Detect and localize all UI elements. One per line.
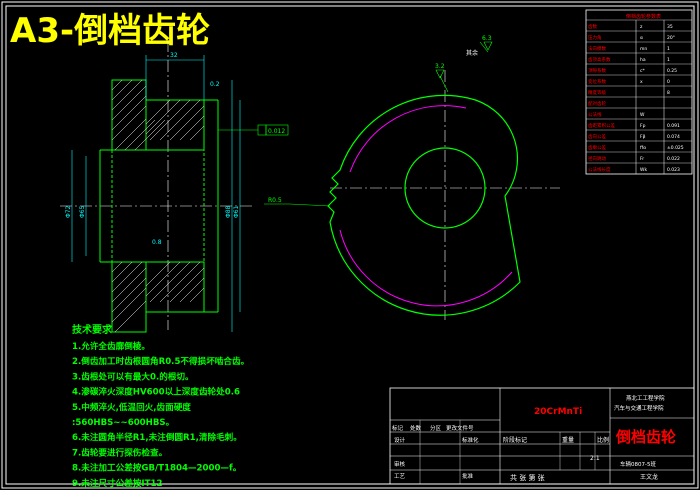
- diameter-right-1: Φ88: [225, 205, 232, 218]
- param-name: 公法线: [588, 111, 602, 118]
- param-value: 35: [667, 24, 673, 30]
- param-name: 齿数: [588, 23, 597, 30]
- tech-requirements: 技术要求 1.允许全齿廓倒棱。 2.倒齿加工时齿根圆角R0.5不得损坏啮合齿。 3.…: [72, 323, 249, 489]
- runout-value: 0.012: [268, 128, 285, 135]
- param-symbol: mn: [640, 47, 647, 52]
- title-block-label: 批准: [462, 472, 474, 480]
- title-block-label: 标记: [392, 424, 404, 432]
- gear-view: 6.3 其余 3.2 R0.5: [264, 35, 560, 320]
- roughness-hole: 3.2: [435, 63, 445, 70]
- weight-label: 重量: [562, 436, 574, 444]
- param-name: 变位系数: [588, 78, 606, 85]
- drawing-number: 车辆0807-5班: [620, 460, 656, 468]
- tech-req-item: :560HBS~~600HBS。: [72, 418, 174, 428]
- scale-label: 比例: [597, 436, 609, 444]
- title-block-label: 标准化: [462, 436, 479, 444]
- param-table: 倒档齿轮参数表 齿数 z 35 压力角 α 20° 法向模数 mn 1 齿顶高系数 ha 1 顶隙系数 c…: [585, 9, 693, 175]
- param-table-header: 倒档齿轮参数表: [626, 13, 661, 20]
- stage-label: 阶段标记: [503, 436, 527, 444]
- param-symbol: ha: [640, 57, 646, 63]
- param-symbol: x: [640, 80, 643, 85]
- param-name: 精度等级: [588, 89, 606, 96]
- param-symbol: Fr: [640, 156, 644, 162]
- param-symbol: z: [640, 25, 643, 30]
- param-name: 齿距累积公差: [588, 122, 615, 129]
- tech-req-item: 4.渗碳淬火深度HV600以上深度齿轮处0.6: [72, 386, 240, 398]
- title-block-label: 更改文件号: [446, 424, 474, 432]
- sheet-title: A3-倒档齿轮: [10, 11, 210, 51]
- param-name: 齿廓公差: [588, 144, 606, 151]
- roughness-top: 6.3: [482, 35, 492, 42]
- scale-value: 2:1: [590, 455, 600, 462]
- tech-req-item: 5.中频淬火,低温回火,齿面硬度: [72, 401, 191, 413]
- face-width-dim: 32: [170, 52, 178, 59]
- title-block-label: 分区: [430, 424, 442, 432]
- param-name: 配对齿轮: [588, 100, 606, 107]
- param-value: 8: [667, 90, 670, 96]
- param-name: 齿向公差: [588, 133, 606, 140]
- param-symbol: Fβ: [640, 134, 646, 140]
- roughness-note: 其余: [466, 49, 478, 57]
- diameter-right-2: Φ61: [233, 205, 240, 218]
- tech-req-item: 6.未注圆角半径R1,未注倒圆R1,清除毛刺。: [72, 431, 242, 443]
- student-name: 王文龙: [640, 473, 658, 481]
- part-name: 倒档齿轮: [615, 428, 676, 446]
- sheet-info: 共 张 第 张: [510, 473, 545, 482]
- title-block-label: 处数: [410, 424, 422, 432]
- title-block: 20CrMnTi 燕北工工程学院 汽车与交通工程学院 倒档齿轮 阶段标记 重量 …: [389, 387, 695, 485]
- diameter-left-2: Φ65: [79, 205, 86, 218]
- inner-frame: [5, 5, 695, 485]
- param-value: 0.023: [667, 167, 680, 173]
- chamfer-dim: 0.2: [210, 81, 220, 88]
- material-text: 20CrMnTi: [534, 407, 582, 417]
- param-symbol: c*: [640, 68, 645, 74]
- fillet-dim: 0.8: [152, 239, 162, 246]
- diameter-left-1: Φ72: [65, 205, 72, 218]
- dept-name: 汽车与交通工程学院: [614, 404, 664, 412]
- tech-req-item: 9.未注尺寸公差按IT12: [72, 477, 162, 489]
- param-symbol: Fp: [640, 123, 646, 129]
- param-symbol: α: [640, 36, 643, 41]
- tech-req-item: 8.未注加工公差按GB/T1804—2000—f。: [72, 462, 241, 474]
- param-symbol: ffα: [640, 145, 646, 151]
- school-name: 燕北工工程学院: [626, 394, 665, 402]
- title-block-label: 工艺: [394, 473, 406, 480]
- param-value: 0.022: [667, 156, 680, 162]
- param-symbol: Wk: [640, 167, 647, 173]
- param-value: 1: [667, 57, 670, 63]
- title-block-label: 审核: [394, 460, 406, 468]
- tech-req-item: 7.齿轮要进行探伤检查。: [72, 446, 167, 458]
- param-value: 0.091: [667, 123, 680, 129]
- param-value: 1: [667, 46, 670, 52]
- param-value: 0.25: [667, 68, 677, 74]
- tech-req-item: 3.齿根处可以有最大0.的根切。: [72, 370, 194, 382]
- param-value: ±0.025: [667, 145, 684, 151]
- tech-req-title: 技术要求: [72, 323, 113, 336]
- tech-req-item: 2.倒齿加工时齿根圆角R0.5不得损坏啮合齿。: [72, 355, 249, 367]
- param-symbol: W: [640, 112, 645, 118]
- title-block-label: 设计: [394, 436, 406, 444]
- param-value: 0: [667, 79, 670, 85]
- tech-req-item: 1.允许全齿廓倒棱。: [72, 340, 150, 352]
- radius-label: R0.5: [268, 197, 282, 204]
- bore-circle: [404, 147, 486, 229]
- section-view: 32 0.2 0.012 Φ72 Φ65 Φ88 Φ61 0.8: [60, 40, 289, 333]
- param-value: 20°: [667, 35, 675, 41]
- param-name: 齿顶高系数: [588, 56, 611, 63]
- param-name: 公法线长度: [588, 166, 611, 173]
- param-value: 0.074: [667, 134, 680, 140]
- param-name: 法向模数: [588, 45, 606, 52]
- param-name: 顶隙系数: [588, 67, 606, 74]
- param-name: 压力角: [588, 34, 602, 41]
- param-name: 径向跳动: [588, 155, 606, 162]
